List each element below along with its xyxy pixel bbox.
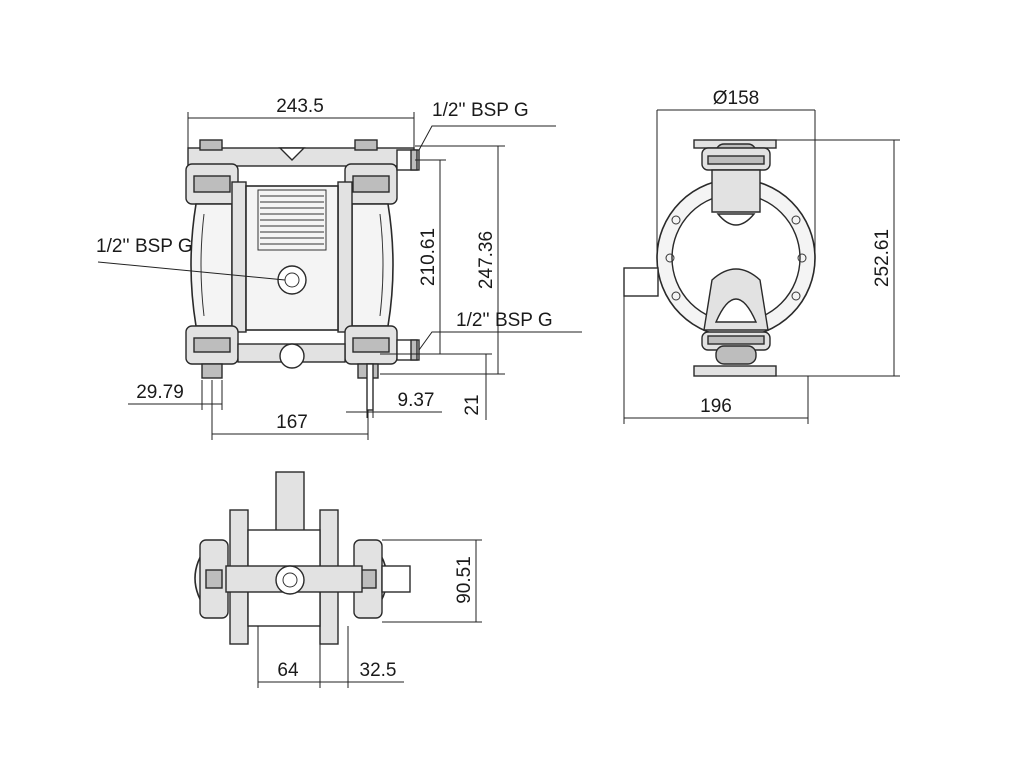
- side-dimension-lines: [623, 109, 900, 424]
- inlet-port-label: 1/2'' BSP G: [456, 310, 553, 331]
- inlet-offset-label: 9.37: [398, 390, 435, 411]
- air-inlet-port: [277, 265, 307, 295]
- center-port-bore: [282, 572, 298, 588]
- valve-ring: [352, 175, 390, 193]
- cooling-fins: [257, 189, 327, 251]
- diameter-label: Ø158: [713, 88, 759, 109]
- cover-left: [231, 181, 247, 333]
- side-height-label: 252.61: [872, 229, 893, 287]
- foot-spacing-label: 167: [276, 412, 308, 433]
- front-view: 243.5 1/2'' BSP G 1/2'' BSP G 1/2'' BSP …: [96, 96, 582, 440]
- right-port: [381, 565, 411, 593]
- outlet-port-label: 1/2'' BSP G: [432, 100, 529, 121]
- foot-height-label: 21: [462, 394, 483, 415]
- foot-left: [201, 363, 223, 379]
- chamber-contour: [200, 213, 205, 317]
- upper-channel: [711, 169, 761, 213]
- top-view: 90.51 64 32.5: [194, 471, 482, 688]
- top-dimension-lines: [257, 539, 482, 688]
- dimension-lines: [97, 112, 582, 440]
- air-inlet-label: 1/2'' BSP G: [96, 236, 193, 257]
- flow-arrow-icon: [278, 147, 306, 161]
- upper-channel-lip: [716, 213, 756, 226]
- center-width-label: 64: [277, 660, 299, 681]
- bottom-valve-cap: [715, 345, 757, 365]
- center-port: [275, 565, 305, 595]
- bolt: [354, 139, 378, 151]
- side-air-port: [623, 267, 659, 297]
- chamber-left: [190, 203, 233, 327]
- inlet-port-circle: [279, 343, 305, 369]
- bottom-flange: [693, 365, 777, 377]
- ring-bolts: [665, 215, 807, 301]
- height-total-label: 247.36: [476, 231, 497, 289]
- inlet-port-thread: [410, 339, 418, 361]
- bolt: [199, 139, 223, 151]
- valve-key-left: [205, 569, 223, 589]
- valve-ring: [352, 337, 390, 353]
- valve-ring: [193, 337, 231, 353]
- chamber-right: [351, 203, 394, 327]
- top-valve-ring: [707, 155, 765, 165]
- front-width-label: 243.5: [276, 96, 324, 117]
- lower-channel-inner: [714, 298, 758, 323]
- valve-ring: [193, 175, 231, 193]
- side-depth-label: 196: [700, 396, 732, 417]
- center-section: [245, 185, 339, 331]
- foot-width-label: 29.79: [136, 382, 184, 403]
- chamber-contour: [379, 213, 384, 317]
- offset-label: 32.5: [360, 660, 397, 681]
- cover-right: [337, 181, 353, 333]
- side-view: Ø158 252.61 196: [623, 88, 900, 424]
- drain-pipe: [366, 363, 374, 411]
- bottom-valve-ring: [707, 335, 765, 345]
- top-depth-label: 90.51: [454, 556, 475, 604]
- height-outlet-label: 210.61: [418, 228, 439, 286]
